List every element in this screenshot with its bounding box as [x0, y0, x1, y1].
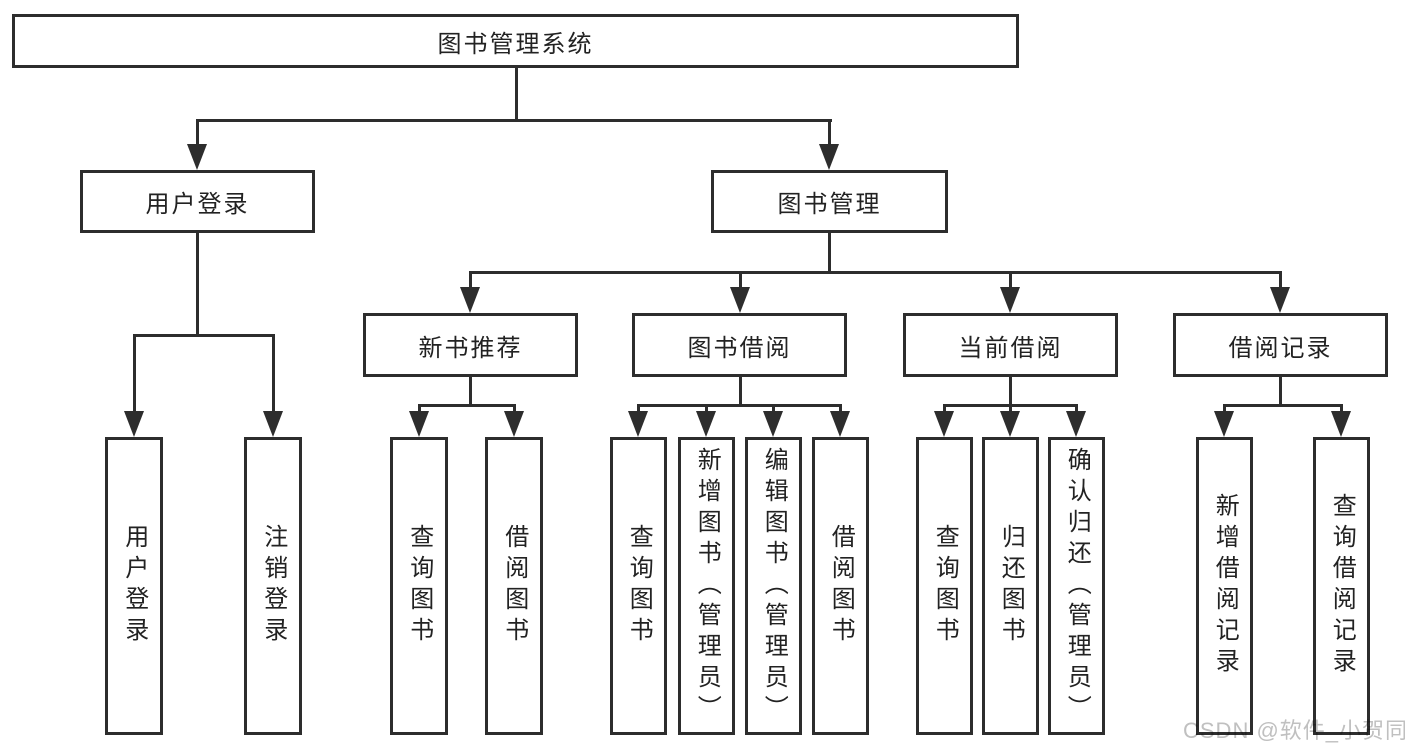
connector-current-borrowing-stem [1009, 377, 1012, 407]
node-current-borrowing-label: 当前借阅 [958, 334, 1063, 362]
connector-user-login-rail [133, 334, 275, 337]
leaf-add-books-admin-label: 新增图书（管理员） [693, 446, 721, 726]
connector-drop-book-borrowing [739, 271, 742, 289]
leaf-query-borrow-record-label: 查询借阅记录 [1328, 493, 1356, 679]
connector-drop-g2-2 [513, 404, 516, 413]
connector-drop-g3-2 [705, 404, 708, 413]
leaf-borrow-books: 借阅图书 [812, 437, 869, 735]
leaf-borrow-books-recommend-label: 借阅图书 [500, 524, 528, 648]
connector-drop-borrowing-records [1279, 271, 1282, 289]
connector-drop-current-borrowing [1009, 271, 1012, 289]
node-user-login-label: 用户登录 [145, 191, 250, 218]
arrowhead-g5-1 [1214, 411, 1234, 437]
connector-drop-g4-3 [1075, 404, 1078, 413]
connector-borrowing-records-rail [1223, 404, 1342, 407]
connector-book-borrowing-stem [739, 377, 742, 407]
leaf-query-books-current: 查询图书 [916, 437, 973, 735]
arrowhead-g3-3 [763, 411, 783, 437]
leaf-return-books: 归还图书 [982, 437, 1039, 735]
leaf-confirm-return-admin-label: 确认归还（管理员） [1063, 446, 1091, 726]
connector-root-stem [515, 68, 518, 122]
connector-book-management-stem [828, 233, 831, 274]
leaf-edit-books-admin-label: 编辑图书（管理员） [760, 446, 788, 726]
node-book-borrowing: 图书借阅 [632, 313, 847, 377]
leaf-query-books-recommend: 查询图书 [390, 437, 448, 735]
node-book-borrowing-label: 图书借阅 [687, 334, 792, 362]
leaf-return-books-label: 归还图书 [997, 524, 1025, 648]
connector-drop-g2-1 [418, 404, 421, 413]
arrowhead-g3-2 [696, 411, 716, 437]
node-new-book-recommend-label: 新书推荐 [418, 334, 523, 362]
arrowhead-borrowing-records [1270, 287, 1290, 313]
node-borrowing-records: 借阅记录 [1173, 313, 1388, 377]
connector-drop-g5-1 [1223, 404, 1226, 413]
arrowhead-g2-2 [504, 411, 524, 437]
connector-drop-g3-1 [637, 404, 640, 413]
arrowhead-g3-4 [830, 411, 850, 437]
arrowhead-leaf-user-login [124, 411, 144, 437]
leaf-query-books-label: 查询图书 [625, 524, 653, 648]
arrowhead-g5-2 [1331, 411, 1351, 437]
arrowhead-user-login [187, 144, 207, 170]
leaf-query-borrow-record: 查询借阅记录 [1313, 437, 1370, 735]
node-borrowing-records-label: 借阅记录 [1228, 334, 1333, 362]
connector-new-book-stem [469, 377, 472, 407]
connector-user-login-stem [196, 233, 199, 337]
leaf-user-login: 用户登录 [105, 437, 163, 735]
leaf-query-books-recommend-label: 查询图书 [405, 524, 433, 648]
node-book-management: 图书管理 [711, 170, 948, 233]
arrowhead-g4-3 [1066, 411, 1086, 437]
arrowhead-g2-1 [409, 411, 429, 437]
connector-level3-rail [469, 271, 1282, 274]
connector-drop-book-management [828, 119, 831, 146]
connector-drop-g3-4 [839, 404, 842, 413]
node-book-management-label: 图书管理 [777, 191, 882, 218]
arrowhead-g3-1 [628, 411, 648, 437]
arrowhead-g4-1 [934, 411, 954, 437]
csdn-watermark: CSDN @软件_小贺同学 [1183, 718, 1405, 743]
leaf-edit-books-admin: 编辑图书（管理员） [745, 437, 802, 735]
leaf-user-login-label: 用户登录 [120, 524, 148, 648]
leaf-add-borrow-record: 新增借阅记录 [1196, 437, 1253, 735]
connector-drop-g3-3 [772, 404, 775, 413]
arrowhead-g4-2 [1000, 411, 1020, 437]
leaf-query-books: 查询图书 [610, 437, 667, 735]
connector-drop-new-book [469, 271, 472, 289]
connector-level2-rail [196, 119, 832, 122]
node-user-login: 用户登录 [80, 170, 315, 233]
arrowhead-leaf-logout [263, 411, 283, 437]
leaf-confirm-return-admin: 确认归还（管理员） [1048, 437, 1105, 735]
connector-drop-leaf-user-login [133, 334, 136, 413]
leaf-borrow-books-recommend: 借阅图书 [485, 437, 543, 735]
connector-drop-g4-2 [1009, 404, 1012, 413]
root-node-label: 图书管理系统 [437, 30, 594, 58]
connector-drop-g5-2 [1340, 404, 1343, 413]
arrowhead-book-borrowing [730, 287, 750, 313]
arrowhead-current-borrowing [1000, 287, 1020, 313]
arrowhead-new-book [460, 287, 480, 313]
connector-borrowing-records-stem [1279, 377, 1282, 407]
connector-new-book-rail [418, 404, 516, 407]
leaf-add-books-admin: 新增图书（管理员） [678, 437, 735, 735]
node-new-book-recommend: 新书推荐 [363, 313, 578, 377]
connector-drop-user-login [196, 119, 199, 146]
leaf-logout: 注销登录 [244, 437, 302, 735]
node-current-borrowing: 当前借阅 [903, 313, 1118, 377]
arrowhead-book-management [819, 144, 839, 170]
leaf-logout-label: 注销登录 [259, 524, 287, 648]
leaf-query-books-current-label: 查询图书 [931, 524, 959, 648]
connector-drop-g4-1 [943, 404, 946, 413]
connector-book-borrowing-rail [637, 404, 841, 407]
leaf-add-borrow-record-label: 新增借阅记录 [1211, 493, 1239, 679]
leaf-borrow-books-label: 借阅图书 [827, 524, 855, 648]
root-node-library-system: 图书管理系统 [12, 14, 1019, 68]
connector-drop-leaf-logout [272, 334, 275, 413]
